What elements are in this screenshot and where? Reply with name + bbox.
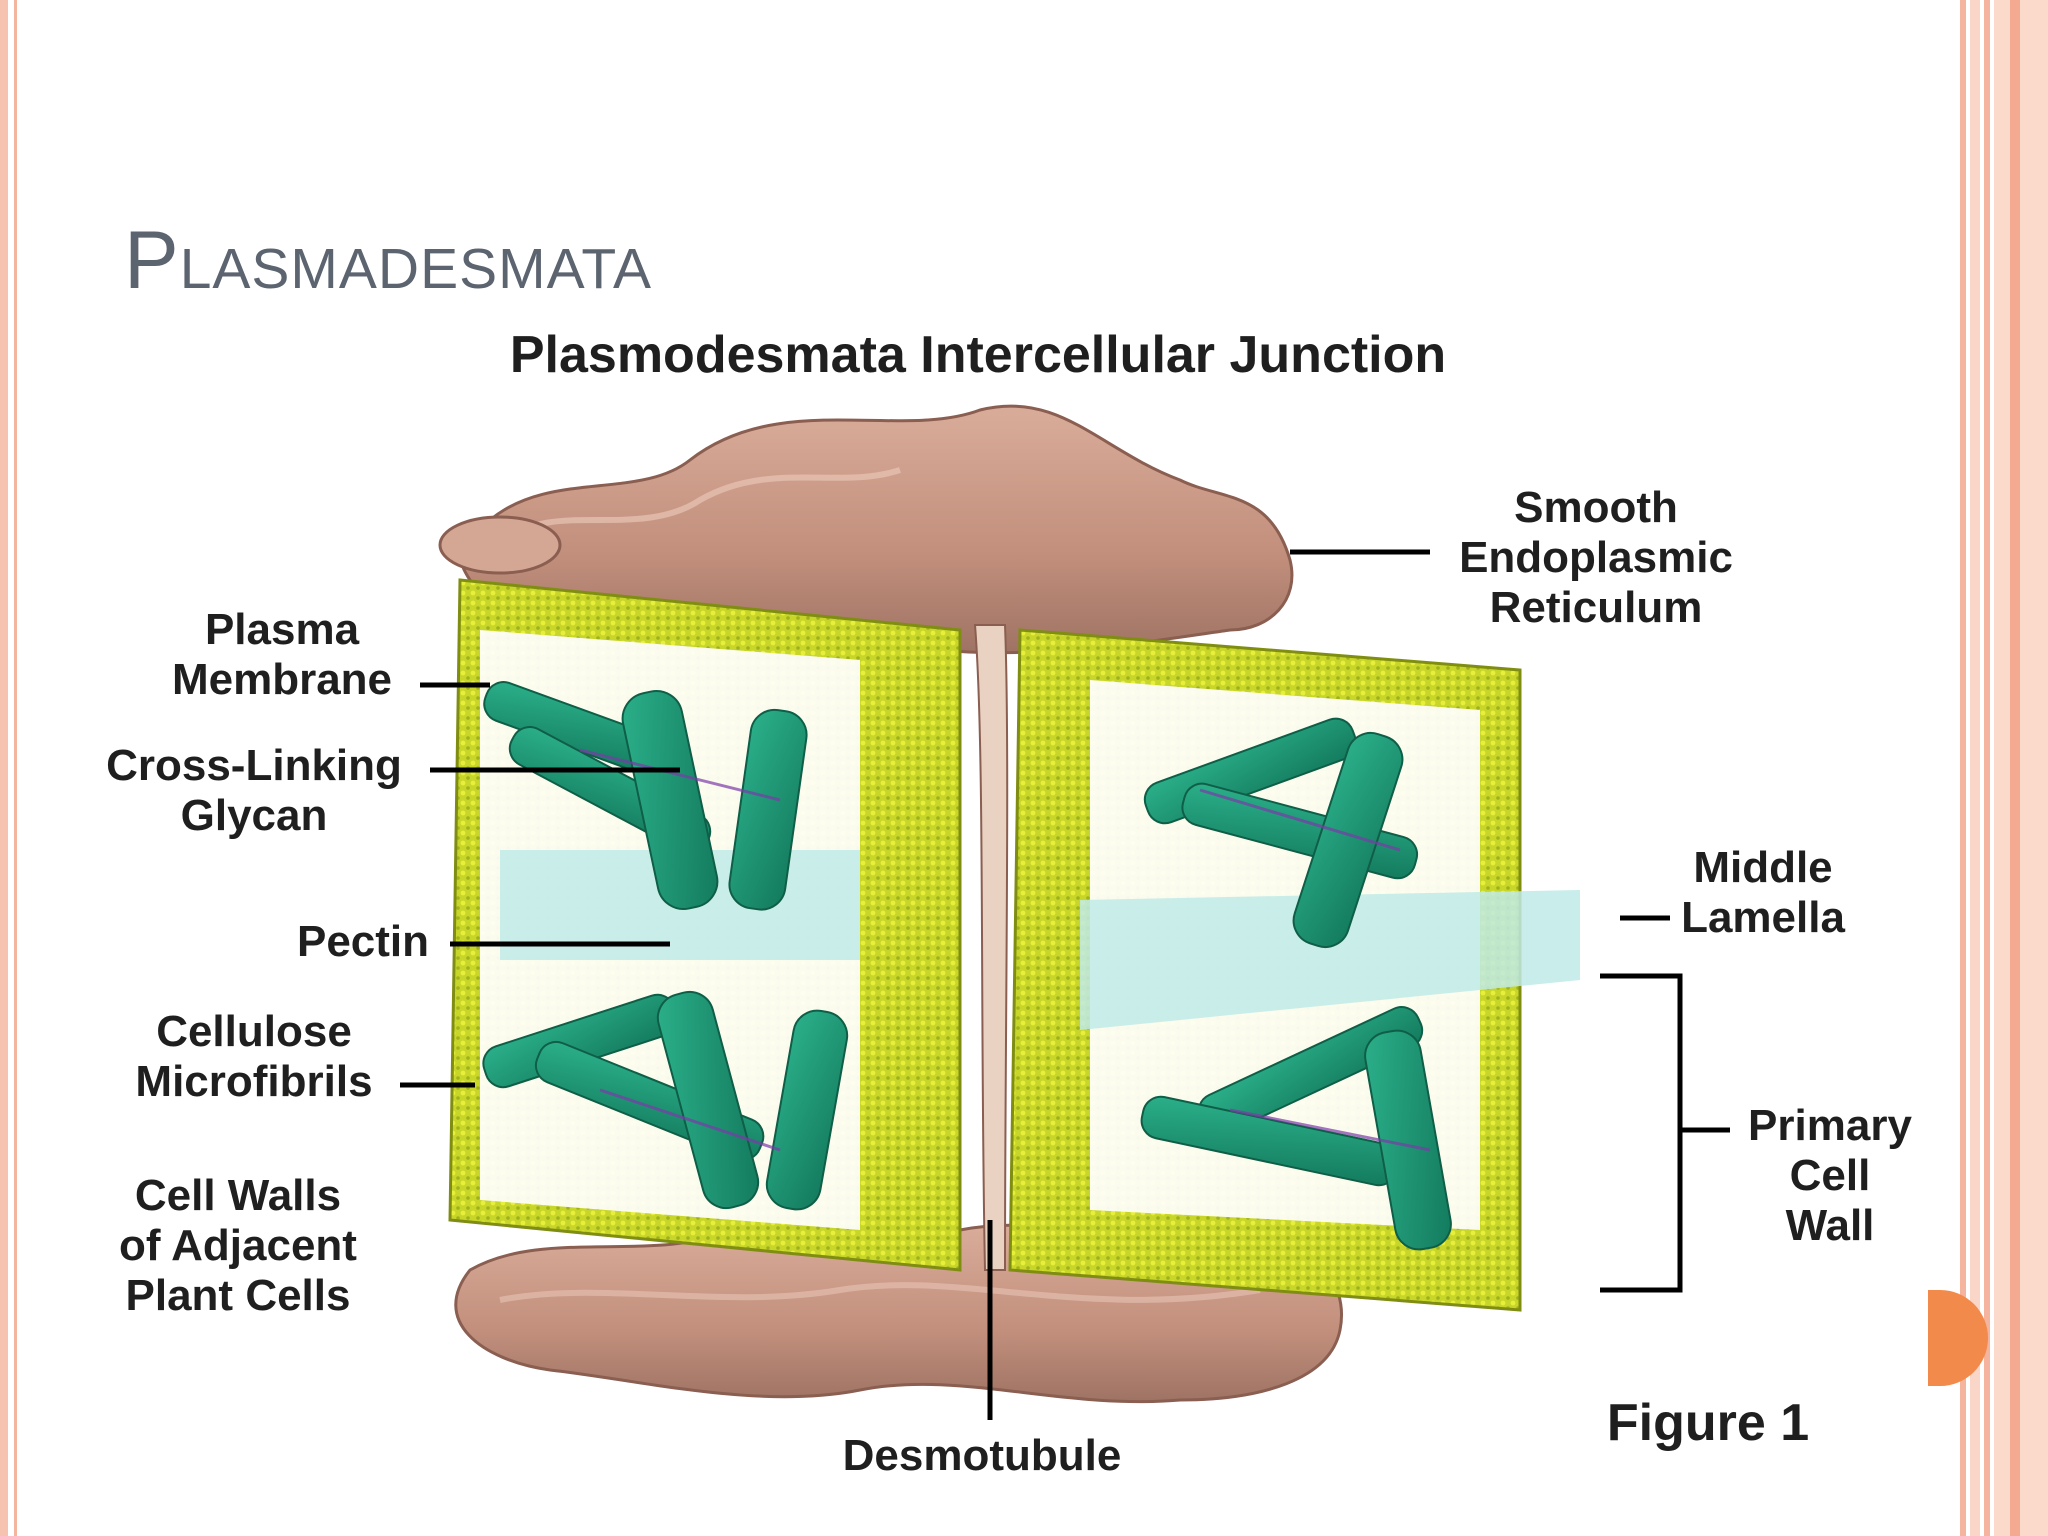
label-cellulose-2: Microfibrils <box>135 1057 372 1106</box>
right-border-line <box>2010 0 2020 1536</box>
label-cross-linking-2: Glycan <box>181 791 328 840</box>
right-border-line <box>1960 0 1966 1536</box>
diagram-heading: Plasmodesmata Intercellular Junction <box>510 330 1446 384</box>
left-microfibrils <box>482 681 849 1211</box>
label-desmotubule: Desmotubule <box>843 1431 1122 1480</box>
label-middle-lamella-1: Middle <box>1693 843 1832 892</box>
label-cell-walls-2: of Adjacent <box>119 1221 357 1270</box>
top-er-shape <box>438 404 1294 655</box>
label-primary-wall-2: Cell <box>1790 1151 1871 1200</box>
plasmodesmata-diagram: Plasmodesmata Intercellular Junction <box>106 330 1912 1480</box>
label-primary-wall-1: Primary <box>1748 1101 1912 1150</box>
left-border-line <box>14 0 17 1536</box>
cross-linking-glycans <box>579 748 1431 1152</box>
label-plasma-membrane-2: Membrane <box>172 655 392 704</box>
left-border <box>0 0 8 1536</box>
label-smooth-er-1: Smooth <box>1514 483 1678 532</box>
desmotubule-channel <box>973 624 1009 1271</box>
right-border-line <box>1984 0 1990 1536</box>
label-cell-walls-3: Plant Cells <box>126 1271 351 1320</box>
right-microfibrils <box>1140 717 1452 1251</box>
label-cellulose-1: Cellulose <box>156 1007 352 1056</box>
right-border-band <box>1970 0 1980 1536</box>
label-cell-walls-1: Cell Walls <box>135 1171 341 1220</box>
right-border-band <box>1994 0 2048 1536</box>
figure-caption: Figure 1 <box>1607 1394 1809 1452</box>
leader-lines <box>400 549 1730 1420</box>
slide-title: Plasmadesmata <box>124 215 653 306</box>
label-smooth-er-2: Endoplasmic <box>1459 533 1733 582</box>
label-cross-linking-1: Cross-Linking <box>106 741 402 790</box>
label-middle-lamella-2: Lamella <box>1681 893 1845 942</box>
label-plasma-membrane-1: Plasma <box>205 605 360 654</box>
label-primary-wall-3: Wall <box>1786 1201 1875 1250</box>
label-pectin: Pectin <box>297 917 429 966</box>
label-smooth-er-3: Reticulum <box>1490 583 1703 632</box>
